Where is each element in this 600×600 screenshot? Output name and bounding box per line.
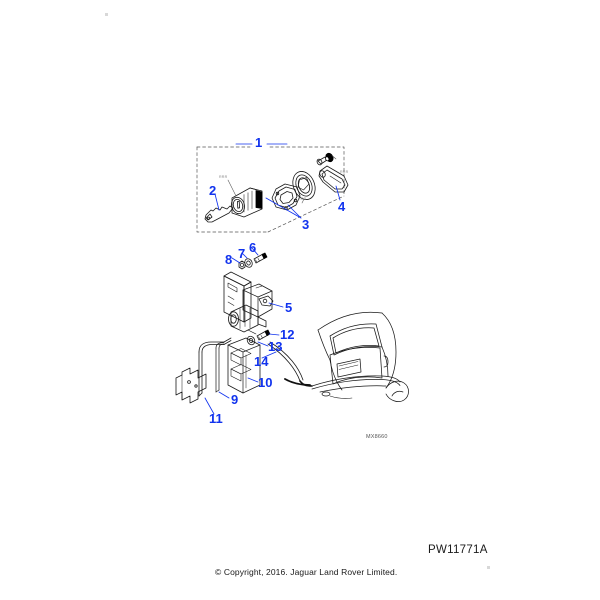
registration-tick-top xyxy=(105,13,108,16)
callout-8: 8 xyxy=(225,252,233,267)
callout-5: 5 xyxy=(285,300,293,315)
callout-9: 9 xyxy=(231,392,239,407)
part-bezel-ring xyxy=(292,171,316,204)
registration-tick-right xyxy=(487,566,490,569)
part-lever-pivot-screw xyxy=(316,152,337,166)
callout-10: 10 xyxy=(258,375,273,390)
part-ref-tag-1: RRR xyxy=(219,175,228,179)
callout-7: 7 xyxy=(238,246,246,261)
callout-3: 3 xyxy=(302,217,310,232)
part-striker-plate xyxy=(227,337,261,394)
callout-12: 12 xyxy=(280,327,295,342)
callout-1: 1 xyxy=(255,135,263,150)
part-release-cable xyxy=(267,341,313,387)
callout-14: 14 xyxy=(254,354,269,369)
part-latch-mechanism xyxy=(223,271,274,335)
callout-2: 2 xyxy=(209,183,217,198)
part-upper-fastener-screw xyxy=(253,252,268,264)
assembly-group-box xyxy=(196,146,345,233)
callout-6: 6 xyxy=(249,240,257,255)
callout-11: 11 xyxy=(209,411,223,426)
callout-4: 4 xyxy=(338,199,346,214)
part-retainer-plate xyxy=(271,183,301,211)
part-lock-barrel xyxy=(227,179,263,218)
callout-13: 13 xyxy=(268,339,283,354)
part-upper-fastener-nut xyxy=(238,260,246,270)
vehicle-illustration xyxy=(311,311,409,402)
part-key xyxy=(204,205,234,223)
part-lock-lever-arm xyxy=(318,165,349,193)
document-number: PW11771A xyxy=(428,544,488,556)
copyright-notice: © Copyright, 2016. Jaguar Land Rover Lim… xyxy=(215,567,398,577)
part-ref-tag-3: RRR xyxy=(340,170,349,174)
diagram-code: MX8660 xyxy=(366,434,388,440)
part-gasket-shim xyxy=(175,367,207,404)
part-ref-tag-2: RRR xyxy=(298,197,307,201)
part-striker-loop xyxy=(198,337,232,397)
callout-leaders xyxy=(204,143,341,415)
part-lower-fastener-washer xyxy=(246,335,256,346)
